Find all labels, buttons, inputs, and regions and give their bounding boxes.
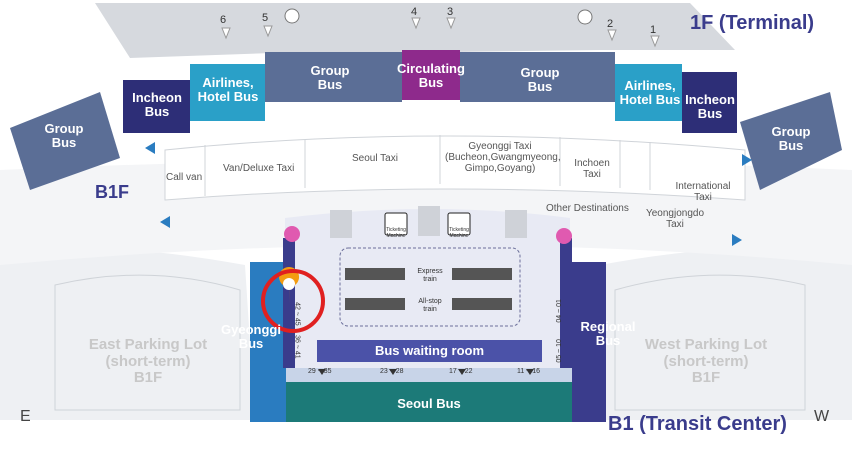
ticketing-machine-right-label: Ticketing Machine	[449, 227, 469, 239]
gyeonggi-bus-label: Gyeonggi Bus	[221, 322, 281, 352]
stop-right-lower: 05 ~ 10	[555, 339, 563, 363]
incheon-bus-left-label: Incheon Bus	[132, 90, 182, 120]
gate-5: 5	[262, 12, 269, 24]
bus-waiting-room-box	[317, 340, 542, 362]
group-bus-left-label: Group Bus	[44, 121, 84, 151]
stop-left-upper: 42 ~ 45	[293, 302, 301, 326]
west-parking-area	[600, 248, 852, 420]
circulating-bus-label: Circulating Bus	[397, 61, 465, 91]
yeongjongdo-taxi-label: Yeongjongdo Taxi	[645, 208, 705, 230]
gate-3: 3	[447, 6, 454, 18]
express-train-label: Express train	[417, 268, 443, 283]
bus-platform-strip	[286, 368, 572, 382]
east-parking-label: East Parking Lot (short-term) B1F	[88, 336, 208, 386]
highlight-circle	[261, 269, 325, 333]
incheon-bus-left-zone	[123, 80, 190, 133]
gyeonggi-taxi-label: Gyeonggi Taxi (Bucheon,Gwangmyeong, Gimp…	[445, 141, 561, 174]
allstop-train-label: All-stop train	[418, 298, 442, 313]
stop-range-11-16: 11 ~ 16	[517, 368, 541, 375]
stop-range-29-35: 29 ~ 35	[308, 368, 332, 375]
incheon-taxi-label: Inchoen Taxi	[574, 158, 610, 180]
floor-b1f-title: B1F	[95, 182, 130, 202]
van-deluxe-taxi-label: Van/Deluxe Taxi	[223, 163, 295, 174]
compass-west: W	[814, 408, 830, 425]
call-van-label: Call van	[166, 172, 203, 183]
airlines-hotel-right-label: Airlines, Hotel Bus	[619, 78, 681, 108]
train-box	[339, 247, 521, 327]
east-parking-area	[0, 248, 255, 420]
seoul-taxi-label: Seoul Taxi	[352, 153, 398, 164]
seoul-bus-zone	[286, 382, 572, 422]
right-platform	[560, 238, 572, 368]
floor-b1-transit-title: B1 (Transit Center)	[608, 413, 787, 435]
incheon-bus-right-label: Incheon Bus	[685, 92, 735, 122]
group-bus-right-zone	[740, 92, 842, 190]
floor-1f-title: 1F (Terminal)	[690, 12, 815, 34]
terminal-band	[95, 3, 735, 58]
bus-waiting-room-label: Bus waiting room	[374, 343, 485, 358]
stop-left-lower: 36 ~ 41	[293, 335, 301, 359]
stop-range-23-28: 23 ~ 28	[380, 368, 404, 375]
west-parking-label: West Parking Lot (short-term) B1F	[644, 336, 768, 386]
stop-right-upper: 04 ~ 01	[555, 299, 563, 323]
ticketing-machine-left-label: Ticketing Machine	[386, 227, 406, 239]
airlines-hotel-left-label: Airlines, Hotel Bus	[197, 75, 259, 105]
seoul-bus-label: Seoul Bus	[397, 396, 461, 411]
regional-bus-zone	[572, 262, 606, 422]
transit-center-area	[285, 209, 570, 370]
taxi-strip	[164, 135, 746, 201]
compass-east: E	[20, 408, 31, 425]
gate-6: 6	[220, 14, 227, 26]
airlines-hotel-right-zone	[615, 64, 682, 121]
international-taxi-label: International Taxi	[675, 181, 731, 203]
group-bus-right-label: Group Bus	[771, 124, 811, 154]
group-bus-center-right-label: Group Bus	[520, 65, 560, 95]
regional-bus-label: Regional Bus	[580, 319, 636, 349]
group-bus-center-left-label: Group Bus	[310, 63, 350, 93]
other-destinations-label: Other Destinations	[546, 203, 629, 214]
group-bus-center-left-zone	[265, 52, 402, 102]
gate-1: 1	[650, 24, 657, 36]
stop-range-17-22: 17 ~ 22	[449, 368, 473, 375]
gate-2: 2	[607, 18, 614, 30]
circulating-bus-zone	[402, 50, 460, 100]
incheon-bus-right-zone	[682, 72, 737, 133]
gate-4: 4	[411, 6, 418, 18]
group-bus-left-zone	[10, 92, 120, 190]
gyeonggi-bus-zone	[250, 262, 286, 422]
airlines-hotel-left-zone	[190, 64, 265, 121]
group-bus-center-right-zone	[460, 52, 615, 102]
